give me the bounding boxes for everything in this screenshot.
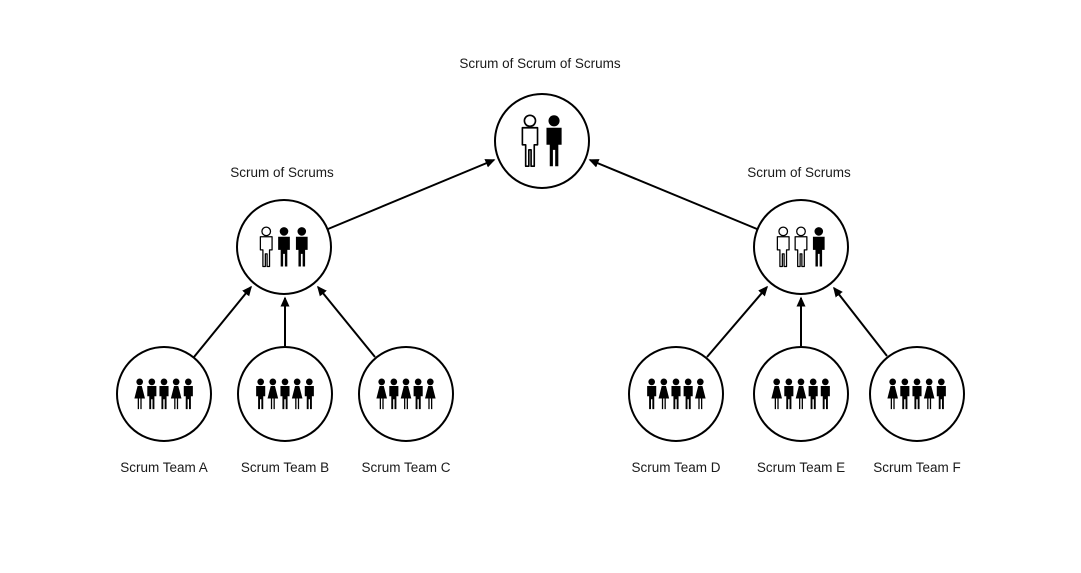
man-fill-person-icon bbox=[671, 378, 681, 410]
scrum-team-c-node bbox=[358, 346, 454, 442]
woman-fill-person-icon bbox=[658, 378, 670, 410]
woman-fill-person-icon bbox=[795, 378, 807, 410]
man-outline-person-icon bbox=[794, 226, 808, 268]
scrum-team-f-node bbox=[869, 346, 965, 442]
man-outline-person-icon bbox=[521, 114, 539, 168]
man-fill-person-icon bbox=[900, 378, 910, 410]
scrum-of-scrums-node-left bbox=[236, 199, 332, 295]
woman-fill-person-icon bbox=[425, 378, 436, 410]
man-fill-person-icon bbox=[183, 378, 193, 410]
woman-fill-person-icon bbox=[695, 378, 706, 410]
man-fill-person-icon bbox=[295, 227, 308, 267]
people-icon bbox=[521, 114, 562, 168]
man-fill-person-icon bbox=[936, 378, 946, 410]
scrum-team-d-node bbox=[628, 346, 724, 442]
woman-fill-person-icon bbox=[267, 378, 279, 410]
man-fill-person-icon bbox=[812, 227, 825, 267]
man-fill-person-icon bbox=[413, 378, 423, 410]
man-fill-person-icon bbox=[808, 378, 818, 410]
scrum-team-b-node bbox=[237, 346, 333, 442]
scrum-of-scrums-node-right bbox=[753, 199, 849, 295]
man-fill-person-icon bbox=[304, 378, 314, 410]
man-outline-person-icon bbox=[259, 226, 273, 268]
man-fill-person-icon bbox=[389, 378, 399, 410]
scrum-team-e-label: Scrum Team E bbox=[756, 460, 846, 475]
people-icon bbox=[256, 378, 314, 410]
man-fill-person-icon bbox=[546, 115, 562, 167]
man-fill-person-icon bbox=[683, 378, 693, 410]
woman-fill-person-icon bbox=[771, 378, 782, 410]
man-fill-person-icon bbox=[256, 378, 266, 410]
man-fill-person-icon bbox=[912, 378, 922, 410]
man-fill-person-icon bbox=[820, 378, 830, 410]
people-icon bbox=[134, 378, 193, 410]
man-outline-person-icon bbox=[776, 226, 790, 268]
arrow-team-f-to-scrum-of-scrums-right bbox=[833, 286, 888, 357]
scrum-team-e-node bbox=[753, 346, 849, 442]
arrow-team-c-to-scrum-of-scrums-left bbox=[317, 285, 376, 358]
man-fill-person-icon bbox=[280, 378, 290, 410]
people-icon bbox=[647, 378, 706, 410]
scrum-team-b-label: Scrum Team B bbox=[240, 460, 330, 475]
scrum-team-c-label: Scrum Team C bbox=[361, 460, 451, 475]
woman-fill-person-icon bbox=[291, 378, 303, 410]
man-fill-person-icon bbox=[147, 378, 157, 410]
people-icon bbox=[776, 226, 825, 268]
scrum-of-scrum-of-scrums-node bbox=[494, 93, 590, 189]
arrow-team-d-to-scrum-of-scrums-right bbox=[706, 285, 768, 358]
man-fill-person-icon bbox=[159, 378, 169, 410]
people-icon bbox=[771, 378, 830, 410]
people-icon bbox=[259, 226, 308, 268]
woman-fill-person-icon bbox=[923, 378, 935, 410]
man-fill-person-icon bbox=[278, 227, 290, 267]
people-icon bbox=[376, 378, 436, 410]
woman-fill-person-icon bbox=[887, 378, 898, 410]
scrum-team-f-label: Scrum Team F bbox=[873, 460, 961, 475]
people-icon bbox=[887, 378, 946, 410]
scrum-team-a-label: Scrum Team A bbox=[120, 460, 208, 475]
scrum-team-a-node bbox=[116, 346, 212, 442]
root-node-label: Scrum of Scrum of Scrums bbox=[459, 56, 621, 71]
arrow-team-a-to-scrum-of-scrums-left bbox=[193, 285, 252, 358]
woman-fill-person-icon bbox=[376, 378, 387, 410]
man-fill-person-icon bbox=[784, 378, 794, 410]
woman-fill-person-icon bbox=[400, 378, 412, 410]
woman-fill-person-icon bbox=[134, 378, 145, 410]
scrum-of-scrums-right-label: Scrum of Scrums bbox=[747, 165, 851, 180]
woman-fill-person-icon bbox=[170, 378, 182, 410]
scrum-of-scrums-left-label: Scrum of Scrums bbox=[230, 165, 334, 180]
man-fill-person-icon bbox=[647, 378, 657, 410]
scrum-team-d-label: Scrum Team D bbox=[631, 460, 721, 475]
